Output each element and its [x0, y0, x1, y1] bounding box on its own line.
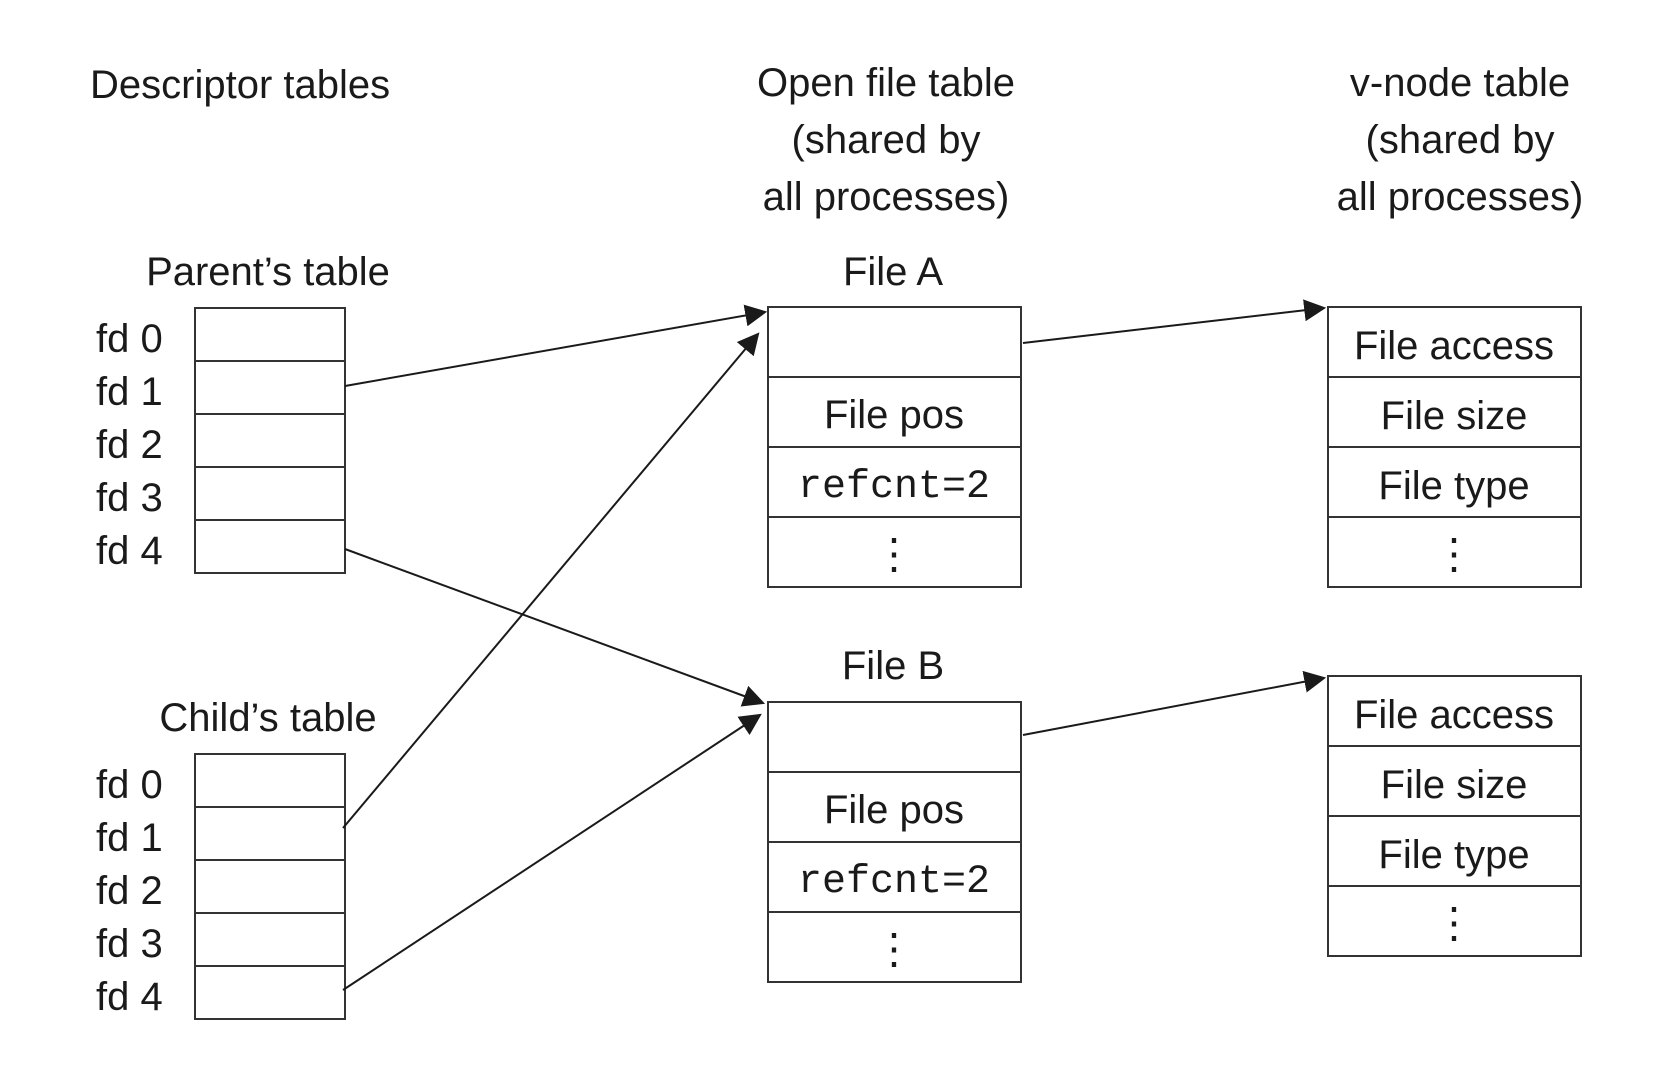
file-a-refcnt-cell: [767, 446, 1022, 518]
open-file-header-line-3: all processes): [763, 175, 1010, 219]
vnode-2-file-access-cell: [1327, 675, 1582, 747]
parent-fd-2-cell: [194, 413, 346, 468]
parent-fd-2-label: fd 2: [96, 423, 163, 467]
arrow-parent-fd1-to-file-a: [344, 304, 768, 387]
vnode-2-file-size-cell: [1327, 745, 1582, 817]
vnode-1-ellipsis-icon: ⋮: [1433, 530, 1475, 577]
file-b-file-pos-cell: [767, 771, 1022, 843]
open-file-table-header: Open file table (shared by all processes…: [757, 61, 1015, 219]
file-a-title: File A: [843, 250, 943, 294]
file-a-more-cell: [767, 516, 1022, 588]
child-fd-2-cell: [194, 859, 346, 914]
file-a-refcnt: refcnt=2: [798, 465, 990, 510]
child-fd-0-cell: [194, 753, 346, 808]
connection-arrows: [342, 299, 1327, 991]
parent-descriptor-table: Parent’s table fd 0 fd 1 fd 2 fd 3 fd 4: [96, 250, 390, 574]
vnode-table-header: v-node table (shared by all processes): [1337, 61, 1584, 219]
child-fd-3-label: fd 3: [96, 922, 163, 966]
open-file-a: File A File pos refcnt=2 ⋮: [767, 250, 1022, 588]
child-fd-0-label: fd 0: [96, 763, 163, 807]
child-descriptor-table: Child’s table fd 0 fd 1 fd 2 fd 3 fd 4: [96, 696, 377, 1020]
file-b-refcnt: refcnt=2: [798, 860, 990, 905]
vnode-1-file-type: File type: [1378, 464, 1529, 508]
vnode-1-file-access: File access: [1354, 324, 1554, 368]
arrow-file-a-to-vnode-1: [1022, 299, 1327, 344]
file-a-file-pos: File pos: [824, 393, 964, 437]
child-fd-1-label: fd 1: [96, 816, 163, 860]
parent-fd-3-cell: [194, 466, 346, 521]
vnode-1-file-size: File size: [1381, 394, 1528, 438]
child-fd-2-label: fd 2: [96, 869, 163, 913]
arrow-parent-fd4-to-file-b: [344, 548, 766, 707]
vnode-2-file-size: File size: [1381, 763, 1528, 807]
child-fd-4-cell: [194, 965, 346, 1020]
parent-fd-1-label: fd 1: [96, 370, 163, 414]
vnode-2-more-cell: [1327, 885, 1582, 957]
parent-fd-4-cell: [194, 519, 346, 574]
file-b-ellipsis-icon: ⋮: [873, 925, 915, 972]
parent-fd-1-cell: [194, 360, 346, 415]
parent-fd-4-label: fd 4: [96, 529, 163, 573]
parent-table-title: Parent’s table: [146, 250, 390, 294]
arrow-child-fd4-to-file-b: [342, 713, 762, 991]
vnode-2-file-type: File type: [1378, 833, 1529, 877]
arrow-child-fd1-to-file-a: [342, 332, 760, 829]
vnode-2-ellipsis-icon: ⋮: [1433, 899, 1475, 946]
vnode-2-file-access: File access: [1354, 693, 1554, 737]
open-file-b: File B File pos refcnt=2 ⋮: [767, 644, 1022, 983]
vnode-1-more-cell: [1327, 516, 1582, 588]
arrow-file-b-to-vnode-2: [1022, 670, 1327, 736]
file-b-title: File B: [842, 644, 944, 688]
vnode-2: File access File size File type ⋮: [1327, 675, 1582, 957]
child-fd-1-cell: [194, 806, 346, 861]
vnode-1: File access File size File type ⋮: [1327, 306, 1582, 588]
child-fd-3-cell: [194, 912, 346, 967]
vnode-header-line-2: (shared by: [1366, 118, 1555, 162]
file-a-cell-empty: [767, 306, 1022, 378]
file-b-cell-empty: [767, 701, 1022, 773]
descriptor-tables-header: Descriptor tables: [90, 63, 390, 107]
file-b-more-cell: [767, 911, 1022, 983]
parent-fd-0-label: fd 0: [96, 317, 163, 361]
parent-fd-0-cell: [194, 307, 346, 362]
child-fd-4-label: fd 4: [96, 975, 163, 1019]
vnode-1-file-size-cell: [1327, 376, 1582, 448]
open-file-header-line-1: Open file table: [757, 61, 1015, 105]
file-b-file-pos: File pos: [824, 788, 964, 832]
vnode-header-line-3: all processes): [1337, 175, 1584, 219]
parent-fd-3-label: fd 3: [96, 476, 163, 520]
open-file-header-line-2: (shared by: [792, 118, 981, 162]
file-a-ellipsis-icon: ⋮: [873, 530, 915, 577]
child-table-title: Child’s table: [159, 696, 376, 740]
file-a-file-pos-cell: [767, 376, 1022, 448]
vnode-header-line-1: v-node table: [1350, 61, 1570, 105]
